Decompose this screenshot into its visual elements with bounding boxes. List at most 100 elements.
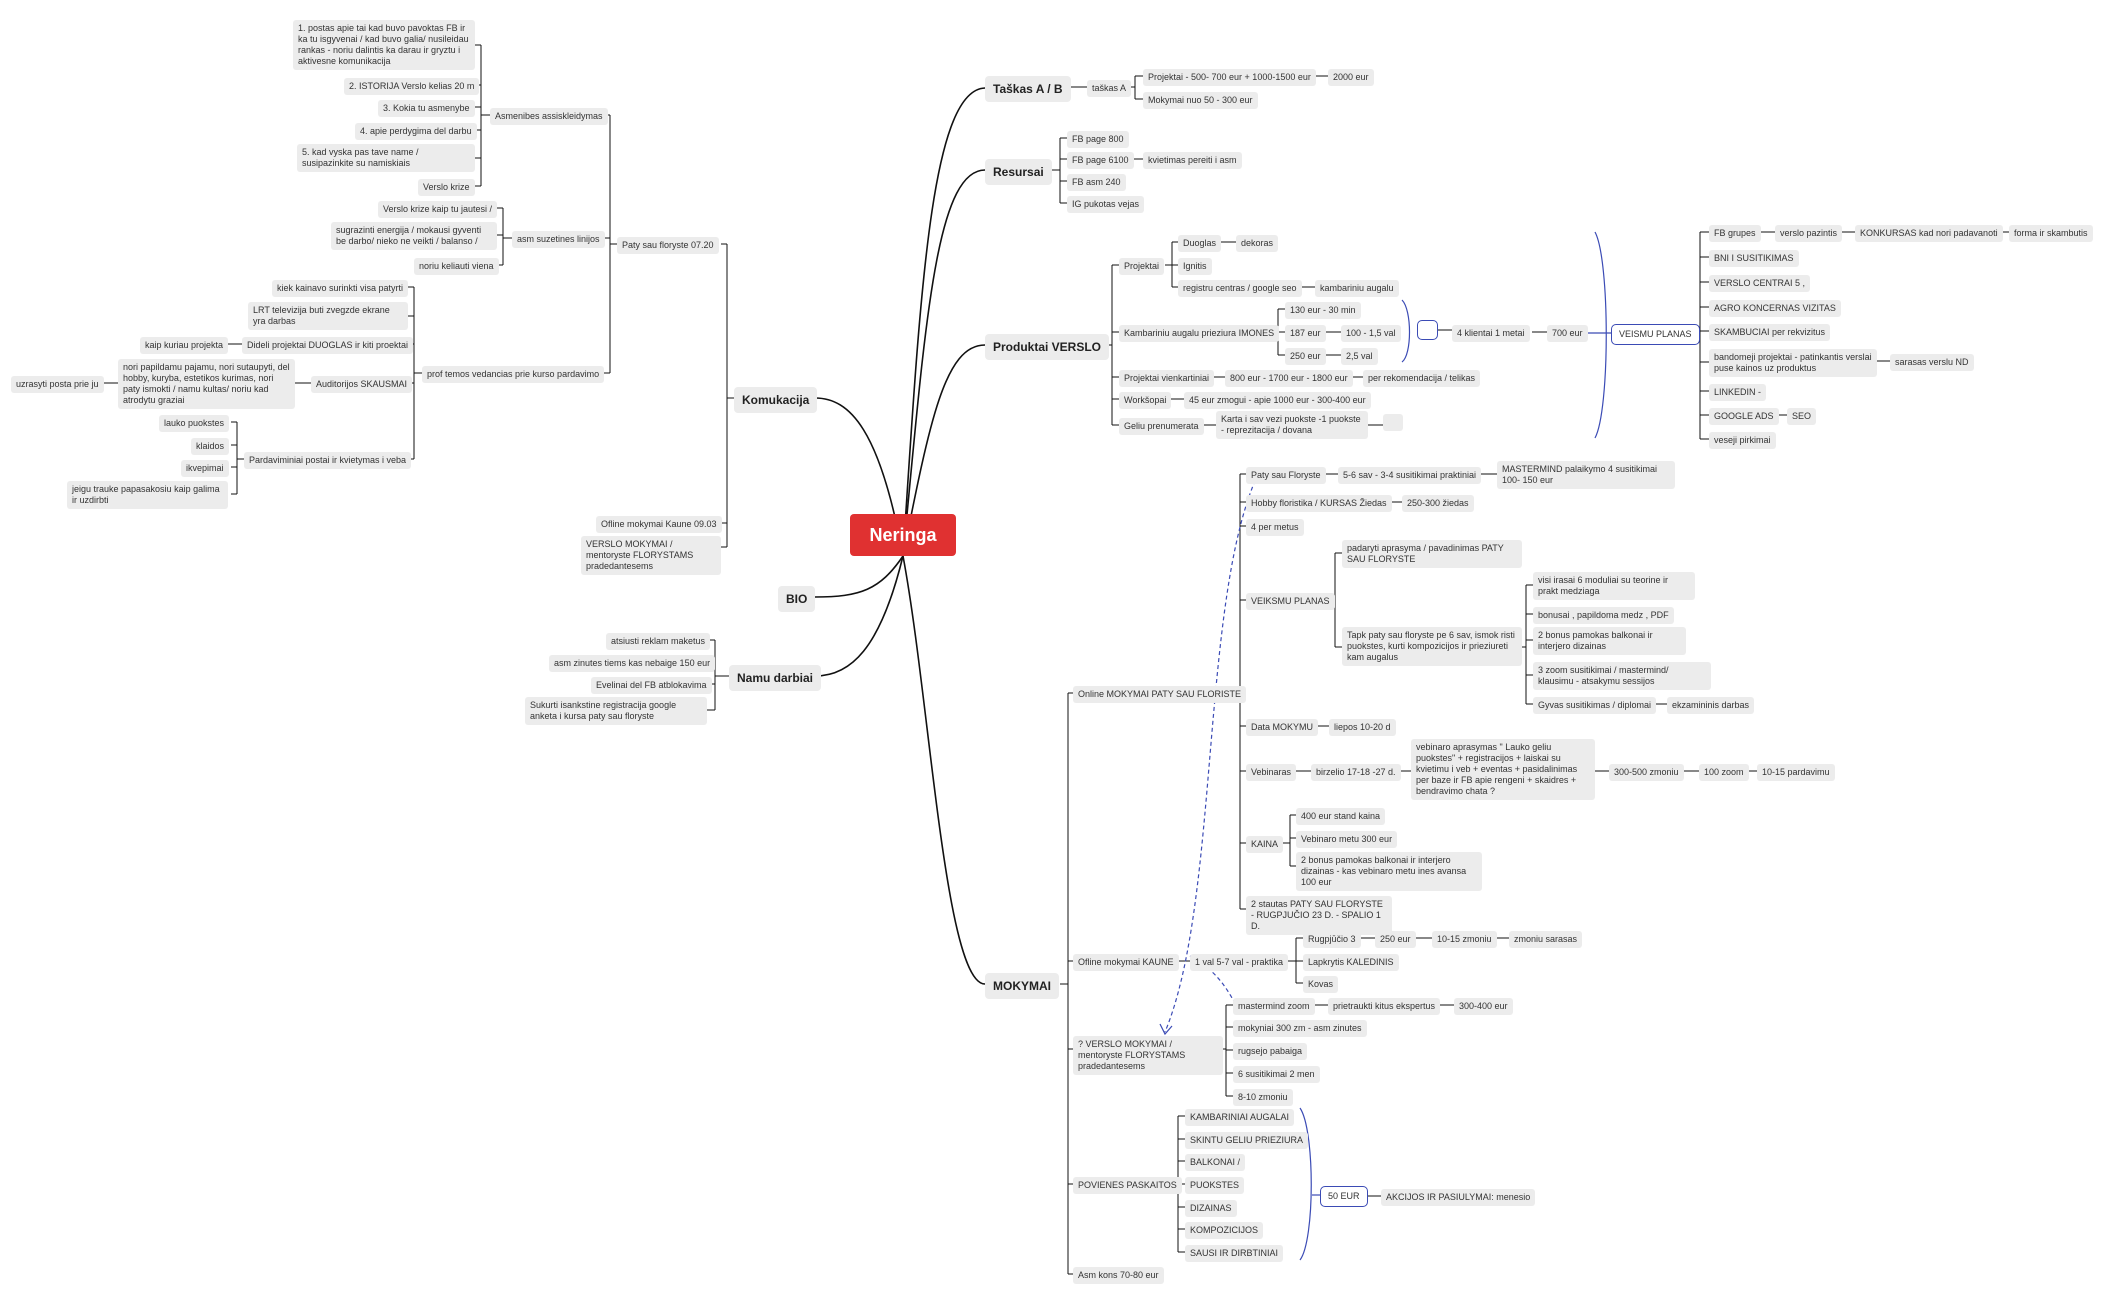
branch-produktai[interactable]: Produktai VERSLO [985, 334, 1110, 360]
node-projektai[interactable]: Projektai [1119, 258, 1165, 275]
node-kvietimas[interactable]: kvietimas pereiti i asm [1143, 152, 1242, 169]
node-bandomeji[interactable]: bandomeji projektai - patinkantis versla… [1709, 349, 1877, 377]
node-prof-temos[interactable]: prof temos vedancias prie kurso pardavim… [422, 366, 605, 383]
node-kambariniai-augalai[interactable]: KAMBARINIAI AUGALAI [1185, 1109, 1295, 1126]
branch-resursai[interactable]: Resursai [985, 159, 1052, 185]
node-krize-jautesi[interactable]: Verslo krize kaip tu jautesi / [378, 201, 498, 218]
node-data-mokymu[interactable]: Data MOKYMU [1246, 719, 1319, 736]
node-lauko-puokstes[interactable]: lauko puokstes [159, 415, 230, 432]
node-fb-page-6100[interactable]: FB page 6100 [1067, 152, 1134, 169]
node-birzelio[interactable]: birzelio 17-18 -27 d. [1311, 764, 1401, 781]
node-kompozicijos[interactable]: KOMPOZICIJOS [1185, 1222, 1264, 1239]
summary-empty-box[interactable] [1417, 320, 1438, 340]
node-linkedin[interactable]: LINKEDIN - [1709, 384, 1767, 401]
node-2-stautas[interactable]: 2 stautas PATY SAU FLORYSTE - RUGPJUČIO … [1246, 896, 1392, 935]
node-taskas-2000[interactable]: 2000 eur [1328, 69, 1374, 86]
node-atsiusti[interactable]: atsiusti reklam maketus [606, 633, 711, 650]
node-duoglas[interactable]: Duoglas [1178, 235, 1222, 252]
node-worksopai-kaina[interactable]: 45 eur zmogui - apie 1000 eur - 300-400 … [1184, 392, 1371, 409]
node-rugpjucio[interactable]: Rugpjūčio 3 [1303, 931, 1361, 948]
node-taskas-a[interactable]: taškas A [1087, 80, 1132, 97]
node-asm-zinutes[interactable]: asm zinutes tiems kas nebaige 150 eur [549, 655, 716, 672]
node-nori-papildamu[interactable]: nori papildamu pajamu, nori sutaupyti, d… [118, 359, 295, 409]
node-lapkrytis[interactable]: Lapkrytis KALEDINIS [1303, 954, 1399, 971]
node-ofline-kaune[interactable]: Ofline mokymai KAUNE [1073, 954, 1179, 971]
node-asm-kons[interactable]: Asm kons 70-80 eur [1073, 1267, 1164, 1284]
node-forma[interactable]: forma ir skambutis [2009, 225, 2093, 242]
node-2-bonus-pamokas[interactable]: 2 bonus pamokas balkonai ir interjero di… [1533, 627, 1686, 655]
node-100-15val[interactable]: 100 - 1,5 val [1341, 325, 1401, 342]
node-vyska-namie[interactable]: 5. kad vyska pas tave name / susipazinki… [297, 144, 475, 172]
node-veiksmu-planas[interactable]: VEIKSMU PLANAS [1246, 593, 1335, 610]
node-10-15-pardavimu[interactable]: 10-15 pardavimu [1757, 764, 1835, 781]
node-6-susitikimai[interactable]: 6 susitikimai 2 men [1233, 1066, 1320, 1083]
node-400eur[interactable]: 400 eur stand kaina [1296, 808, 1386, 825]
node-dizainas[interactable]: DIZAINAS [1185, 1200, 1237, 1217]
node-kovas[interactable]: Kovas [1303, 976, 1339, 993]
node-taskas-mokymai[interactable]: Mokymai nuo 50 - 300 eur [1143, 92, 1258, 109]
node-verslo-centrai[interactable]: VERSLO CENTRAI 5 , [1709, 275, 1811, 292]
node-100-zoom[interactable]: 100 zoom [1699, 764, 1749, 781]
node-veseji[interactable]: veseji pirkimai [1709, 432, 1776, 449]
node-uzrasyti-posta[interactable]: uzrasyti posta prie ju [11, 376, 104, 393]
node-taskas-projektai[interactable]: Projektai - 500- 700 eur + 1000-1500 eur [1143, 69, 1316, 86]
node-300-400[interactable]: 300-400 eur [1454, 998, 1513, 1015]
node-online-mokymai[interactable]: Online MOKYMAI PATY SAU FLORISTE [1073, 686, 1247, 703]
node-paty-sau-0720[interactable]: Paty sau floryste 07.20 [617, 237, 719, 254]
node-187eur[interactable]: 187 eur [1285, 325, 1326, 342]
node-keliauti[interactable]: noriu keliauti viena [414, 258, 499, 275]
node-povienes[interactable]: POVIENES PASKAITOS [1073, 1177, 1182, 1194]
node-2-bonus-kaina[interactable]: 2 bonus pamokas balkonai ir interjero di… [1296, 852, 1482, 891]
node-seo[interactable]: SEO [1787, 408, 1817, 425]
node-ofline-kaune-0903[interactable]: Ofline mokymai Kaune 09.03 [596, 516, 722, 533]
node-rekomendacija[interactable]: per rekomendacija / telikas [1363, 370, 1481, 387]
node-10-15-zmoniu[interactable]: 10-15 zmoniu [1432, 931, 1497, 948]
node-250eur[interactable]: 250 eur [1285, 348, 1326, 365]
node-asmenibes[interactable]: Asmenibes assiskleidymas [490, 108, 608, 125]
node-liepos[interactable]: liepos 10-20 d [1329, 719, 1396, 736]
node-sarasas-verslu[interactable]: sarasas verslu ND [1890, 354, 1974, 371]
node-vebinaro-300[interactable]: Vebinaro metu 300 eur [1296, 831, 1398, 848]
node-veismu-planas[interactable]: VEISMU PLANAS [1611, 324, 1700, 345]
node-3-zoom[interactable]: 3 zoom susitikimai / mastermind/ klausim… [1533, 662, 1711, 690]
node-registru[interactable]: registru centras / google seo [1178, 280, 1302, 297]
node-rugsejo[interactable]: rugsejo pabaiga [1233, 1043, 1308, 1060]
node-puokstes[interactable]: PUOKSTES [1185, 1177, 1245, 1194]
node-skambuciai[interactable]: SKAMBUCIAI per rekvizitus [1709, 324, 1831, 341]
node-istorija[interactable]: 2. ISTORIJA Verslo kelias 20 m [344, 78, 480, 95]
node-vebinaro-aprasymas[interactable]: vebinaro aprasymas " Lauko geliu puokste… [1411, 739, 1595, 800]
node-4-per-metus[interactable]: 4 per metus [1246, 519, 1304, 536]
node-balkonai[interactable]: BALKONAI / [1185, 1154, 1246, 1171]
node-verslo-pazintis[interactable]: verslo pazintis [1775, 225, 1843, 242]
node-mokyniai[interactable]: mokyniai 300 zm - asm zinutes [1233, 1020, 1367, 1037]
node-verslo-mokymai[interactable]: ? VERSLO MOKYMAI / mentoryste FLORYSTAMS… [1073, 1036, 1223, 1075]
node-fb-page-800[interactable]: FB page 800 [1067, 131, 1129, 148]
node-pardaviminiai[interactable]: Pardaviminiai postai ir kvietymas i veba [244, 452, 412, 469]
node-karta-i-sav[interactable]: Karta i sav vezi puokste -1 puokste - re… [1216, 411, 1368, 439]
node-worksopai[interactable]: Workšopai [1119, 392, 1172, 409]
branch-bio[interactable]: BIO [778, 586, 816, 612]
node-sausi[interactable]: SAUSI IR DIRBTINIAI [1185, 1245, 1284, 1262]
node-prietraukti[interactable]: prietraukti kitus ekspertus [1328, 998, 1441, 1015]
node-vienkartiniai[interactable]: Projektai vienkartiniai [1119, 370, 1215, 387]
node-hobby[interactable]: Hobby floristika / KURSAS Žiedas [1246, 495, 1392, 512]
node-geliu-prenumerata[interactable]: Geliu prenumerata [1119, 418, 1204, 435]
node-verslo-krize[interactable]: Verslo krize [418, 179, 475, 196]
root-topic[interactable]: Neringa [850, 514, 956, 556]
node-evelinai[interactable]: Evelinai del FB atblokavima [591, 677, 712, 694]
node-kaip-kuriau[interactable]: kaip kuriau projekta [140, 337, 229, 354]
node-paty-sau-floryste[interactable]: Paty sau Floryste [1246, 467, 1326, 484]
node-google-ads[interactable]: GOOGLE ADS [1709, 408, 1779, 425]
node-kiek-kainavo[interactable]: kiek kainavo surinkti visa patyrti [272, 280, 409, 297]
node-jeigu-trauke[interactable]: jeigu trauke papasakosiu kaip galima ir … [67, 481, 228, 509]
node-fb-asm[interactable]: FB asm 240 [1067, 174, 1126, 191]
branch-namu-darbiai[interactable]: Namu darbiai [729, 665, 822, 691]
node-auditorijos[interactable]: Auditorijos SKAUSMAI [311, 376, 413, 393]
node-8-10[interactable]: 8-10 zmoniu [1233, 1089, 1293, 1106]
node-skintu[interactable]: SKINTU GELIU PRIEZIURA [1185, 1132, 1309, 1149]
node-4klientai[interactable]: 4 klientai 1 metai [1452, 325, 1530, 342]
node-tapk-paty[interactable]: Tapk paty sau floryste pe 6 sav, ismok r… [1342, 627, 1522, 666]
node-empty[interactable] [1383, 414, 1403, 431]
node-bonusai[interactable]: bonusai , papildoma medz , PDF [1533, 607, 1674, 624]
node-ikvepimai[interactable]: ikvepimai [181, 460, 229, 477]
